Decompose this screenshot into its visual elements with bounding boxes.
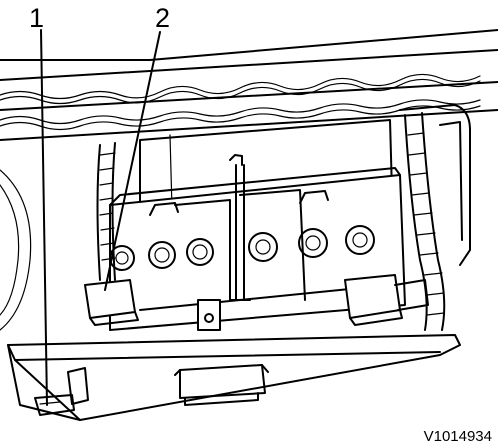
battery-caps bbox=[109, 225, 375, 271]
latch-1 bbox=[34, 367, 89, 416]
leader-lines bbox=[40, 29, 161, 406]
left-cable bbox=[96, 142, 116, 281]
battery-tray bbox=[7, 334, 461, 421]
right-cable bbox=[404, 112, 446, 331]
right-connector bbox=[344, 274, 429, 326]
callout-label-1: 1 bbox=[29, 3, 45, 33]
right-frame-bracket bbox=[399, 104, 471, 266]
connector-2 bbox=[84, 279, 139, 326]
chassis-frame bbox=[0, 29, 498, 141]
left-tire bbox=[0, 169, 32, 331]
figure-code: V1014934 bbox=[423, 428, 492, 445]
callout-label-2: 2 bbox=[155, 3, 171, 33]
